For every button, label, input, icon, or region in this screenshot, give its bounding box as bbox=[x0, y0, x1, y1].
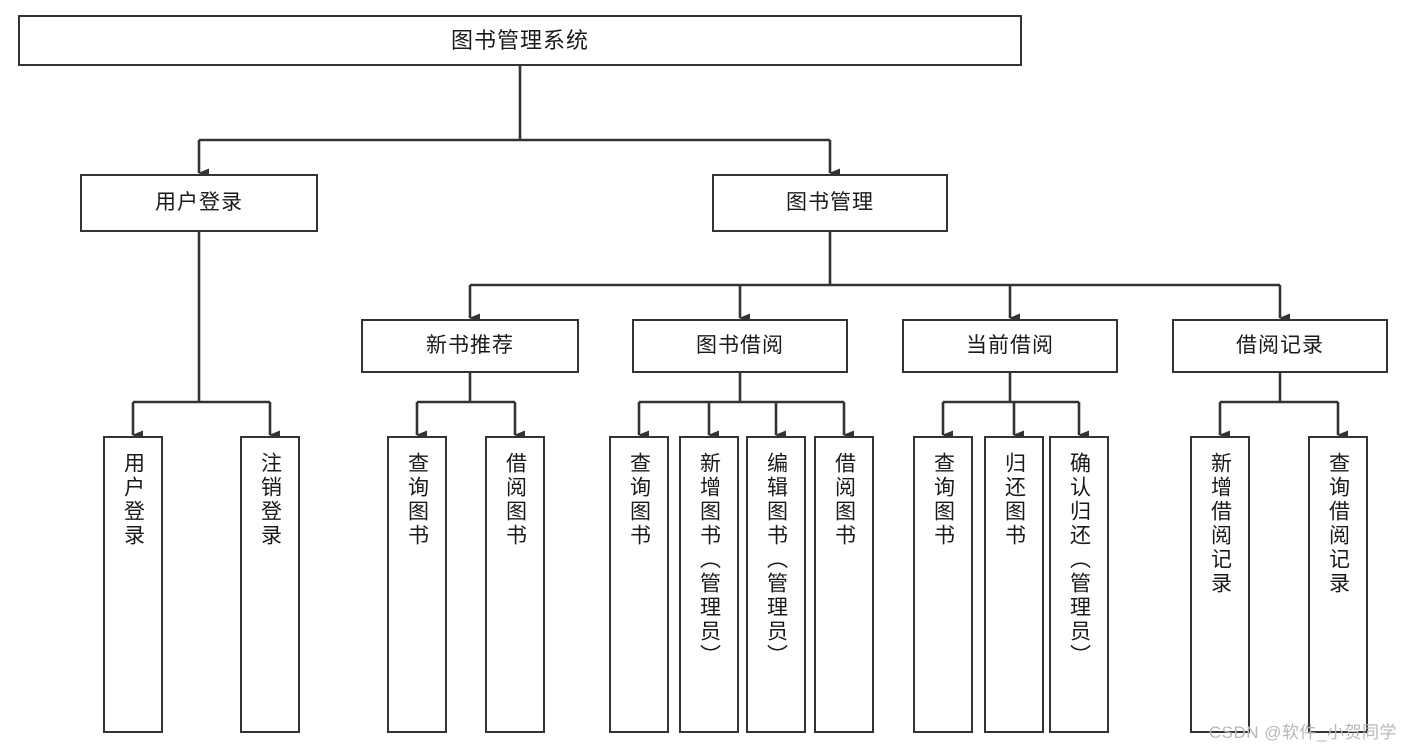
node-label: 确认归还（管理员） bbox=[1067, 452, 1091, 668]
node-borrow[interactable]: 图书借阅 bbox=[632, 319, 848, 373]
node-leaf4[interactable]: 借阅图书 bbox=[485, 436, 545, 733]
node-label: 新增图书（管理员） bbox=[697, 452, 721, 668]
node-label: 查询图书 bbox=[405, 452, 429, 548]
node-label: 查询图书 bbox=[931, 452, 955, 548]
node-label: 编辑图书（管理员） bbox=[764, 452, 788, 668]
node-label: 借阅记录 bbox=[1236, 333, 1324, 357]
node-label: 用户登录 bbox=[121, 452, 145, 548]
node-leaf2[interactable]: 注销登录 bbox=[240, 436, 300, 733]
node-label: 查询借阅记录 bbox=[1326, 452, 1350, 596]
node-login[interactable]: 用户登录 bbox=[80, 174, 318, 232]
node-label: 新书推荐 bbox=[426, 333, 514, 357]
node-current[interactable]: 当前借阅 bbox=[902, 319, 1118, 373]
watermark: CSDN @软件_小贺同学 bbox=[1208, 723, 1397, 742]
node-label: 借阅图书 bbox=[503, 452, 527, 548]
node-records[interactable]: 借阅记录 bbox=[1172, 319, 1388, 373]
node-label: 归还图书 bbox=[1002, 452, 1026, 548]
node-leaf6[interactable]: 新增图书（管理员） bbox=[679, 436, 739, 733]
node-newbook[interactable]: 新书推荐 bbox=[361, 319, 579, 373]
node-leaf11[interactable]: 确认归还（管理员） bbox=[1049, 436, 1109, 733]
node-leaf8[interactable]: 借阅图书 bbox=[814, 436, 874, 733]
node-root[interactable]: 图书管理系统 bbox=[18, 15, 1022, 66]
node-label: 图书管理系统 bbox=[450, 27, 589, 53]
node-bookmgmt[interactable]: 图书管理 bbox=[712, 174, 948, 232]
node-label: 当前借阅 bbox=[966, 333, 1054, 357]
node-leaf9[interactable]: 查询图书 bbox=[913, 436, 973, 733]
node-leaf10[interactable]: 归还图书 bbox=[984, 436, 1044, 733]
node-leaf12[interactable]: 新增借阅记录 bbox=[1190, 436, 1250, 733]
node-label: 借阅图书 bbox=[832, 452, 856, 548]
node-label: 图书借阅 bbox=[696, 333, 784, 357]
node-leaf3[interactable]: 查询图书 bbox=[387, 436, 447, 733]
node-leaf13[interactable]: 查询借阅记录 bbox=[1308, 436, 1368, 733]
node-label: 注销登录 bbox=[258, 452, 282, 548]
node-leaf1[interactable]: 用户登录 bbox=[103, 436, 163, 733]
node-label: 查询图书 bbox=[627, 452, 651, 548]
node-label: 新增借阅记录 bbox=[1208, 452, 1232, 596]
node-leaf7[interactable]: 编辑图书（管理员） bbox=[746, 436, 806, 733]
node-leaf5[interactable]: 查询图书 bbox=[609, 436, 669, 733]
node-label: 用户登录 bbox=[155, 190, 243, 214]
node-label: 图书管理 bbox=[786, 190, 874, 214]
